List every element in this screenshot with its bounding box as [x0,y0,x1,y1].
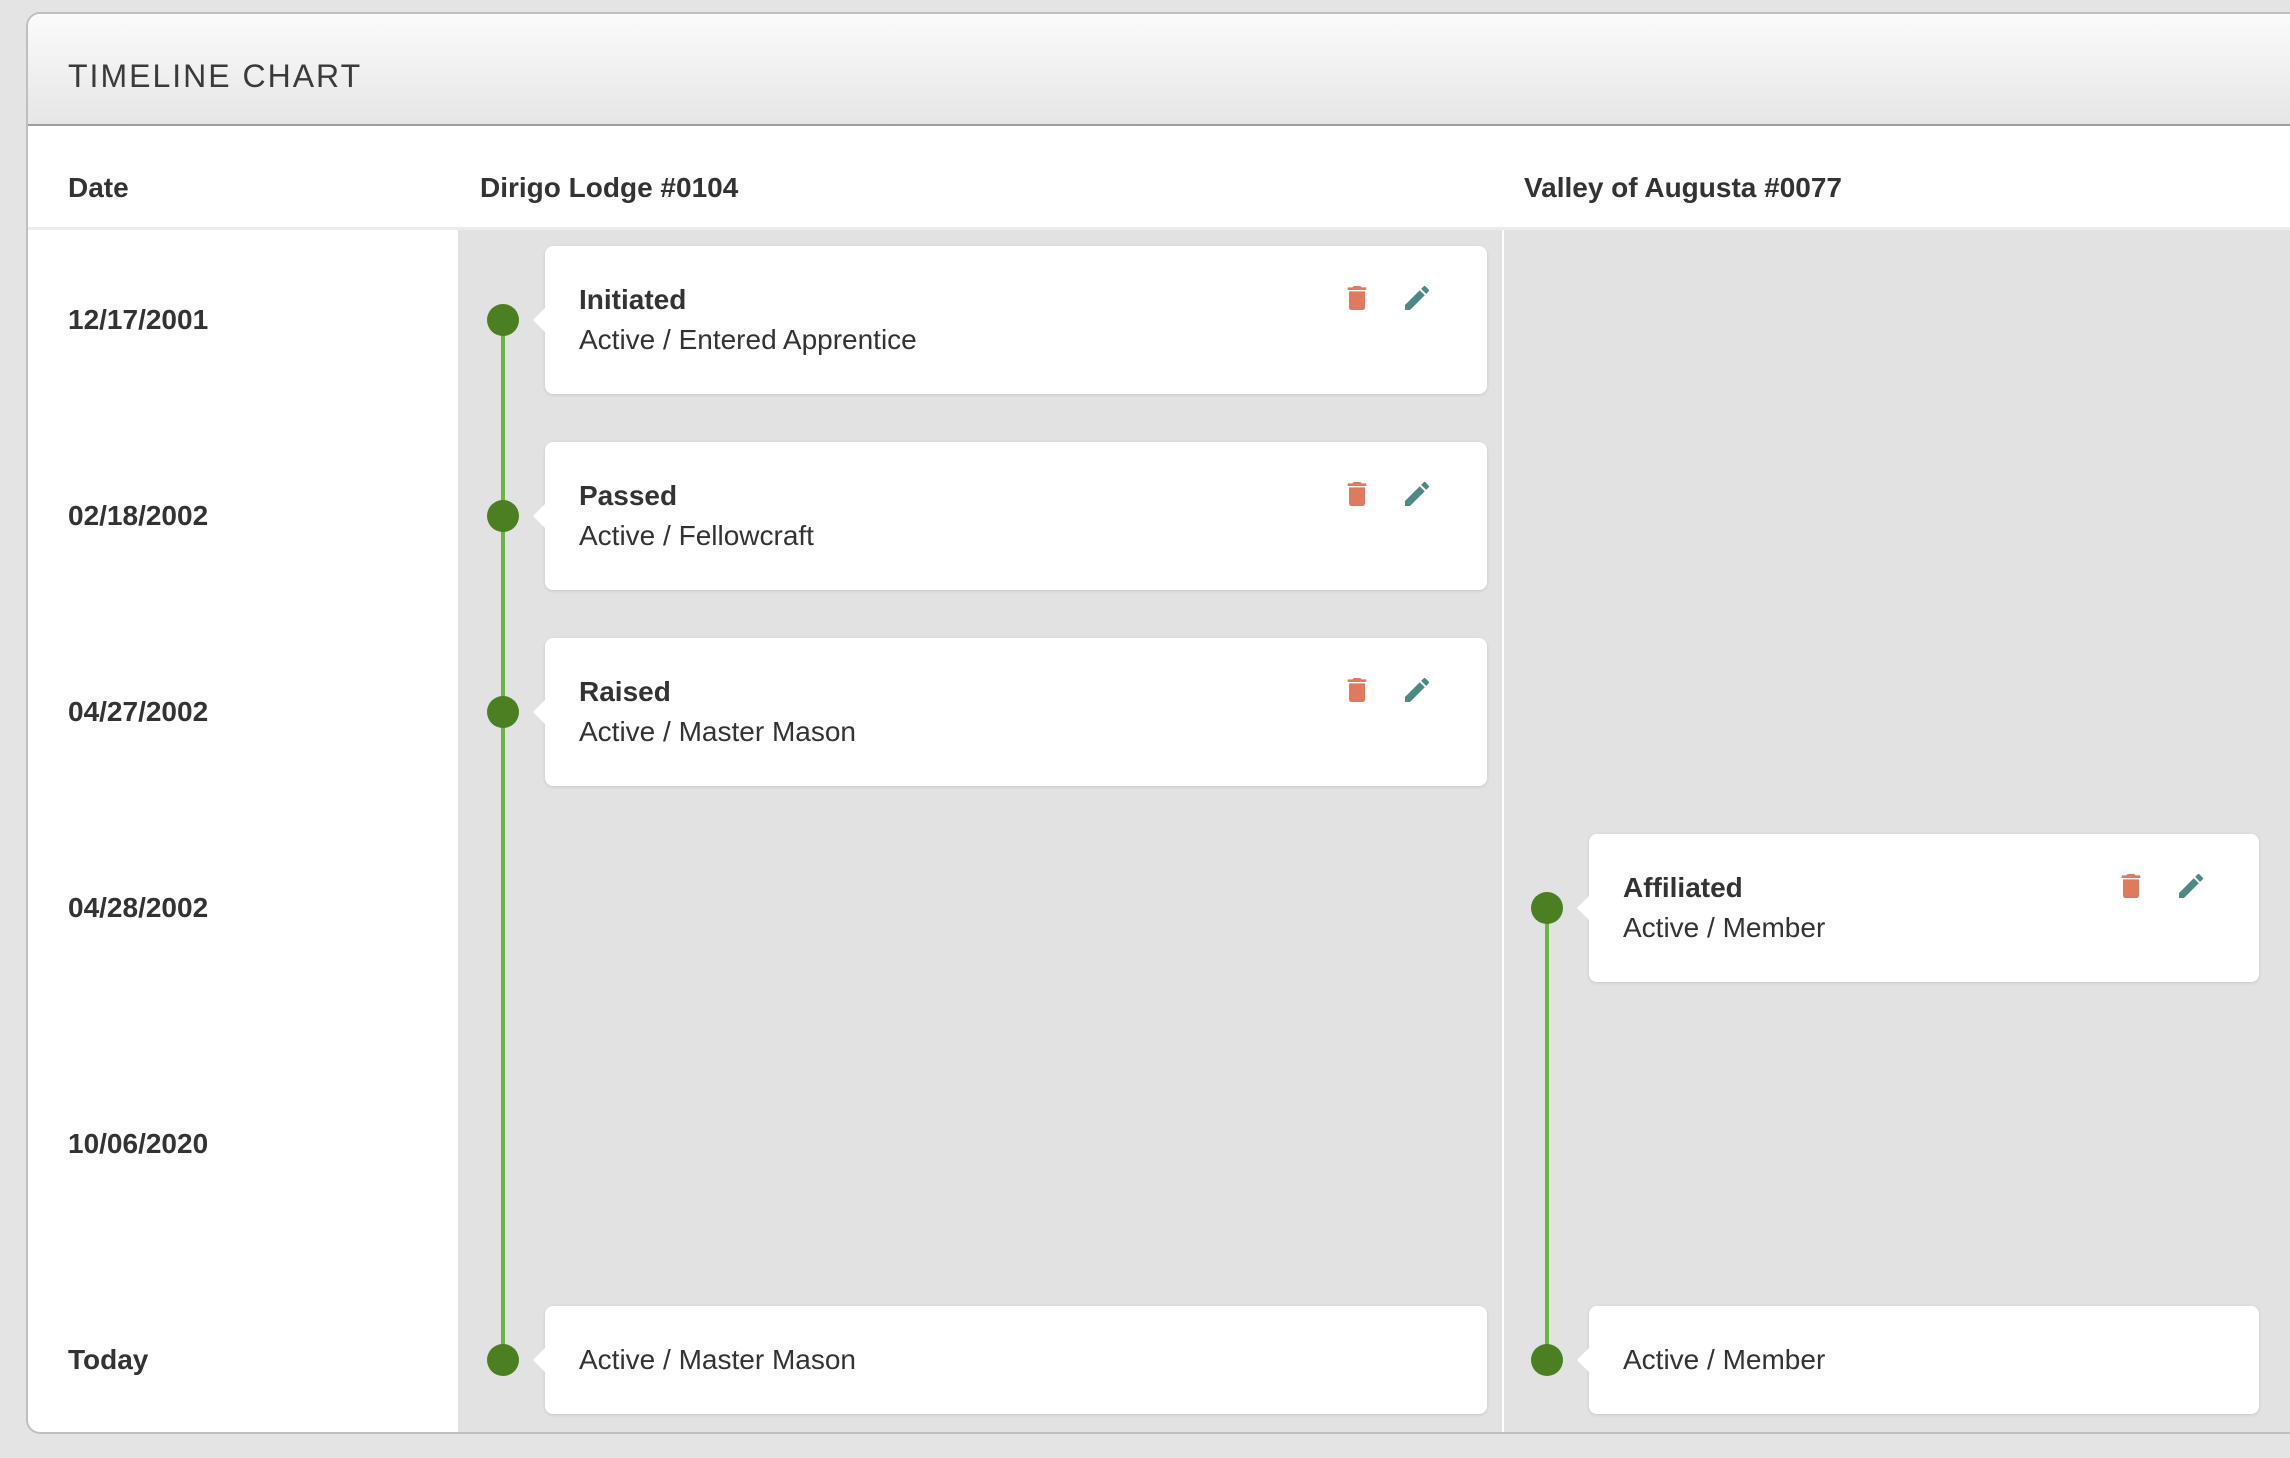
lodge-column-valley [1504,230,2290,1432]
date-label: 02/18/2002 [68,500,209,531]
event-status: Active / Fellowcraft [579,520,814,551]
event-title: Raised [579,676,671,707]
trash-icon[interactable] [1341,674,1373,706]
timeline-dot [487,304,519,336]
lodge-column-header-dirigo: Dirigo Lodge #0104 [480,172,739,203]
event-title: Initiated [579,284,687,315]
timeline-line-valley [1545,908,1549,1360]
date-label: 12/17/2001 [68,304,209,335]
date-column-header: Date [68,172,129,203]
current-status-card-dirigo: Active / Master Mason [533,1306,1487,1414]
trash-icon[interactable] [1341,282,1373,314]
current-status-card-valley: Active / Member [1577,1306,2259,1414]
current-status: Active / Master Mason [579,1344,856,1375]
event-card-affiliated: Affiliated Active / Member [1577,834,2259,982]
lodge-column-header-valley: Valley of Augusta #0077 [1524,172,1842,203]
date-label: 10/06/2020 [68,1128,209,1159]
event-status: Active / Member [1623,912,1826,943]
date-label: Today [68,1344,149,1375]
pencil-icon[interactable] [1401,282,1433,314]
timeline-dot [487,500,519,532]
timeline-chart-panel: TIMELINE CHART Date Dirigo Lodge #0104 V… [26,12,2290,1434]
lodge-column-dirigo [458,230,1502,1432]
trash-icon[interactable] [2115,870,2147,902]
timeline-dot [487,696,519,728]
timeline-dot [487,1344,519,1376]
event-card-raised: Raised Active / Master Mason [533,638,1487,786]
event-title: Passed [579,480,678,511]
event-status: Active / Entered Apprentice [579,324,917,355]
timeline-dot [1531,892,1563,924]
panel-title: TIMELINE CHART [68,58,363,94]
event-card-passed: Passed Active / Fellowcraft [533,442,1487,590]
event-title: Affiliated [1623,872,1743,903]
event-card-initiated: Initiated Active / Entered Apprentice [533,246,1487,394]
date-label: 04/28/2002 [68,892,209,923]
pencil-icon[interactable] [1401,674,1433,706]
event-status: Active / Master Mason [579,716,856,747]
timeline-line-dirigo [501,320,505,1360]
panel-header: TIMELINE CHART [28,14,2290,126]
pencil-icon[interactable] [2175,870,2207,902]
trash-icon[interactable] [1341,478,1373,510]
date-label: 04/27/2002 [68,696,209,727]
timeline-dot [1531,1344,1563,1376]
current-status: Active / Member [1623,1344,1826,1375]
timeline-body: 12/17/2001 02/18/2002 04/27/2002 04/28/2… [28,230,2290,1432]
pencil-icon[interactable] [1401,478,1433,510]
column-header-row: Date Dirigo Lodge #0104 Valley of August… [28,126,2290,230]
